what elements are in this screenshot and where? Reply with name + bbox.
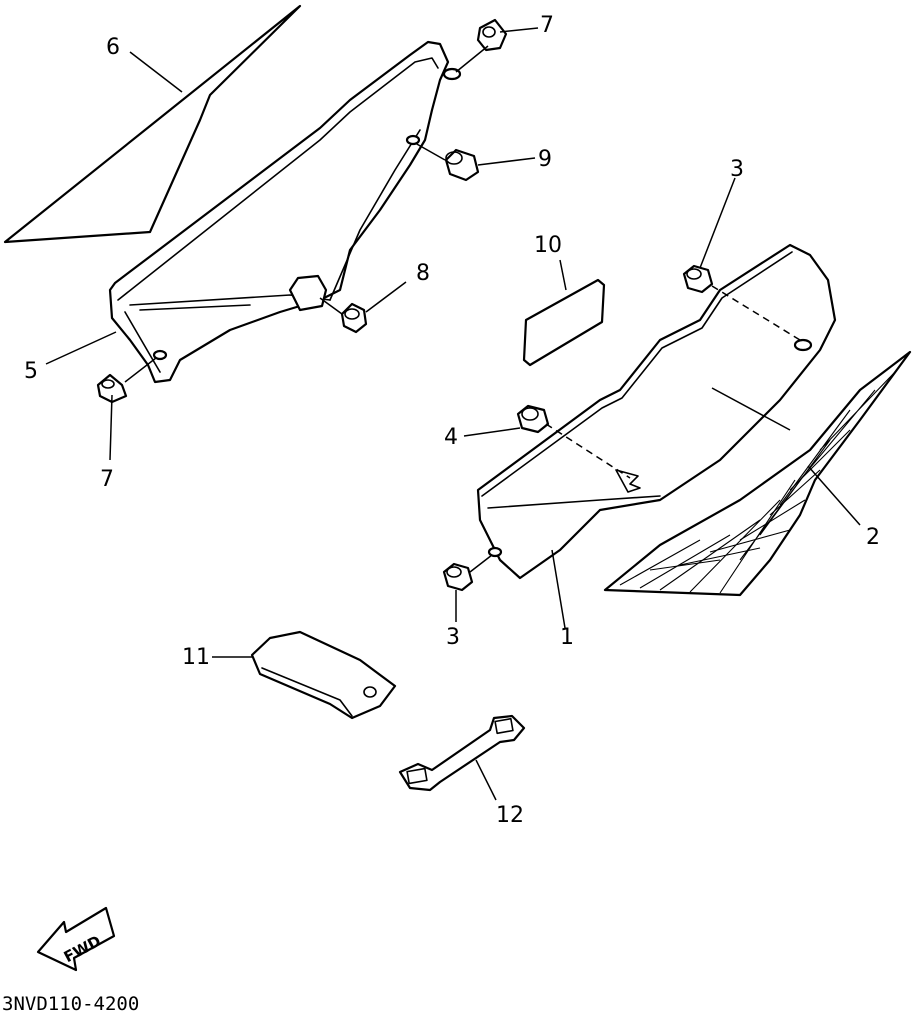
callout-7-left: 7 [100, 467, 114, 492]
callout-3-top: 3 [730, 157, 744, 182]
part-10-label [522, 278, 606, 367]
callout-12: 12 [496, 803, 524, 828]
diagram-code: 3NVD110-4200 [2, 993, 139, 1014]
callout-7-top: 7 [540, 13, 554, 38]
callout-5: 5 [24, 359, 38, 384]
part-1-side-cover [476, 243, 837, 580]
part-3-grommet-bottom [442, 562, 474, 592]
part-7-grommet-top [476, 18, 508, 52]
fwd-arrow-icon: FWD [36, 906, 116, 972]
part-4-grommet [516, 404, 550, 434]
part-5-side-cover [108, 40, 462, 384]
callout-8: 8 [416, 261, 430, 286]
callout-9: 9 [538, 147, 552, 172]
part-6-decal [3, 4, 302, 244]
part-3-grommet-top [682, 264, 714, 294]
part-7-grommet-left [96, 373, 128, 404]
part-2-decal [603, 350, 912, 597]
callout-1: 1 [560, 625, 574, 650]
callout-4: 4 [444, 425, 458, 450]
part-12-strap [398, 714, 526, 792]
callout-3-bottom: 3 [446, 625, 460, 650]
part-11-cover [250, 630, 397, 720]
callout-10: 10 [534, 233, 562, 258]
callout-6: 6 [106, 35, 120, 60]
part-9-collar [444, 148, 480, 182]
callout-11: 11 [182, 645, 210, 670]
leader-lines [45, 27, 861, 801]
callout-2: 2 [866, 525, 880, 550]
part-8-grommet [340, 302, 368, 334]
